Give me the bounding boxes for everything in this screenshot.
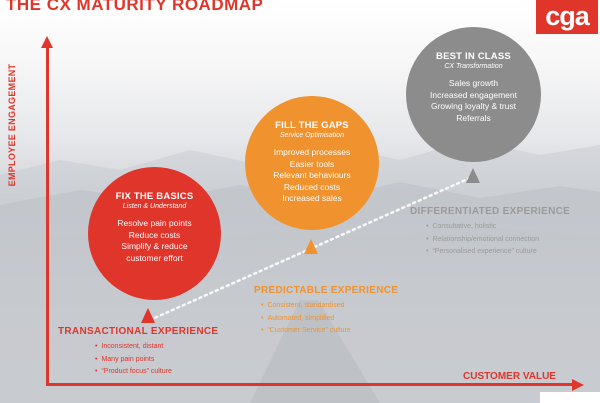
y-axis-arrow-icon xyxy=(41,36,53,48)
experience-heading: PREDICTABLE EXPERIENCE xyxy=(254,285,399,296)
stage-title: FILL THE GAPS xyxy=(275,120,349,131)
stage-item: Increased engagement xyxy=(430,89,517,100)
experience-bullets: Inconsistent, distant Many pain points “… xyxy=(58,341,218,379)
x-axis-line xyxy=(46,383,576,386)
experience-bullet: “Personalised experience” culture xyxy=(426,246,570,259)
stage-circle-fill-the-gaps: FILL THE GAPS Service Optimisation Impro… xyxy=(245,96,379,230)
predictable-experience: PREDICTABLE EXPERIENCE Consistent, stand… xyxy=(254,285,398,338)
experience-bullet: Automated, simplified xyxy=(261,313,398,326)
transactional-experience: TRANSACTIONAL EXPERIENCE Inconsistent, d… xyxy=(58,326,218,379)
stage-item: Referrals xyxy=(456,112,491,123)
stage-title: BEST IN CLASS xyxy=(436,51,511,62)
page-title: THE CX MATURITY ROADMAP® xyxy=(6,0,267,14)
stage-item: Increased sales xyxy=(282,193,342,203)
stage-title: FIX THE BASICS xyxy=(115,191,194,202)
stage-item: customer effort xyxy=(126,252,183,263)
stage-item: Reduced costs xyxy=(283,181,341,192)
stage-circle-fix-the-basics: FIX THE BASICS Listen & Understand Resol… xyxy=(88,167,221,300)
experience-bullet: Consultative, holistic xyxy=(426,221,570,234)
stage-circle-best-in-class: BEST IN CLASS CX Transformation Sales gr… xyxy=(406,27,541,162)
x-axis-label: CUSTOMER VALUE xyxy=(463,371,556,382)
stage-subtitle: Listen & Understand xyxy=(122,203,187,210)
stage-item: Easier tools xyxy=(289,158,335,169)
stage-item: Reduce costs xyxy=(128,229,181,240)
stage-subtitle: Service Optimisation xyxy=(279,132,345,139)
triangle-marker-icon xyxy=(466,168,480,183)
experience-heading: TRANSACTIONAL EXPERIENCE xyxy=(58,326,219,337)
x-axis-label-box xyxy=(540,392,600,403)
stage-item: Sales growth xyxy=(448,78,499,88)
stage-item: Improved processes xyxy=(273,147,351,157)
experience-bullet: Consistent, standardised xyxy=(261,300,398,313)
experience-bullet: Inconsistent, distant xyxy=(95,341,218,354)
stage-item: Simplify & reduce xyxy=(121,241,188,251)
experience-heading: DIFFERENTIATED EXPERIENCE xyxy=(410,206,571,217)
experience-bullet: “Product focus” culture xyxy=(95,366,218,379)
experience-bullets: Consistent, standardised Automated, simp… xyxy=(254,300,398,338)
cga-logo: cga xyxy=(536,0,598,34)
stage-subtitle: CX Transformation xyxy=(444,63,503,70)
experience-bullets: Consultative, holistic Relationship/emot… xyxy=(410,221,570,259)
stage-item: Resolve pain points xyxy=(117,218,192,228)
differentiated-experience: DIFFERENTIATED EXPERIENCE Consultative, … xyxy=(410,206,570,259)
stage-item: Relevant behaviours xyxy=(273,170,351,180)
x-axis-arrow-icon xyxy=(572,378,584,391)
experience-bullet: “Customer Service” culture xyxy=(261,325,398,338)
triangle-marker-icon xyxy=(141,308,155,323)
experience-bullet: Relationship/emotional connection xyxy=(426,234,570,247)
experience-bullet: Many pain points xyxy=(95,354,218,367)
triangle-marker-icon xyxy=(304,239,318,254)
stage-item: Growing loyalty & trust xyxy=(430,101,517,111)
y-axis-line xyxy=(46,45,49,385)
